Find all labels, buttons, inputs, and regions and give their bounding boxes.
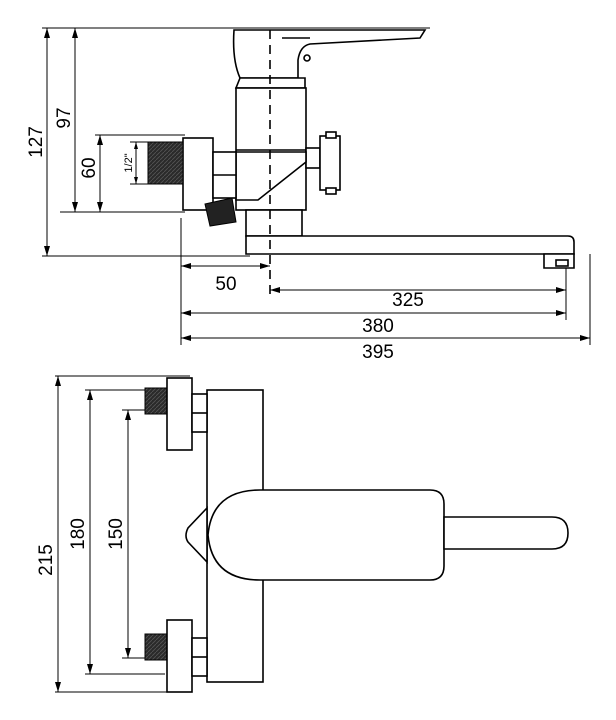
arrow (87, 390, 93, 400)
arrow (87, 664, 93, 674)
dim-label-127: 127 (26, 126, 47, 158)
arrow (97, 135, 103, 145)
arrow (125, 648, 131, 658)
lever-screw (303, 54, 311, 62)
dim-label-50: 50 (215, 274, 236, 295)
top-view: 215 180 150 (36, 375, 569, 693)
spout (245, 235, 575, 255)
dim-label-60: 60 (79, 157, 100, 178)
threaded-inlet (147, 141, 184, 185)
lower-eccentric (204, 197, 237, 227)
arrow (134, 177, 138, 184)
dim-label-thread: 1/2" (123, 153, 135, 172)
dim-label-395: 395 (362, 342, 394, 363)
arrow (125, 410, 131, 420)
diverter-neck (305, 147, 321, 169)
spout-base (245, 209, 303, 237)
lever-stem (443, 516, 569, 550)
arrow (44, 28, 50, 38)
dim-label-97: 97 (54, 107, 75, 128)
dim-label-215: 215 (36, 544, 57, 576)
lever-handle (232, 29, 427, 79)
arrow (270, 287, 280, 293)
arrow (55, 682, 61, 692)
dim-label-150: 150 (106, 518, 127, 550)
arrow (44, 246, 50, 256)
upper-thread (144, 387, 168, 415)
lever-head (207, 489, 445, 581)
aerator (555, 259, 569, 267)
arrow (72, 28, 78, 38)
arrow (72, 202, 78, 212)
lower-rosette (166, 619, 193, 693)
arrow (134, 142, 138, 149)
diverter-knob (319, 135, 341, 191)
diverter-top (325, 131, 337, 139)
arrow (181, 310, 191, 316)
diverter-bottom (325, 187, 337, 195)
diverter-tip (185, 505, 208, 565)
dim-label-180: 180 (68, 518, 89, 550)
wall-rosette (182, 137, 214, 211)
arrow (181, 263, 191, 269)
arrow (55, 376, 61, 386)
dim-label-380: 380 (362, 316, 394, 337)
lower-thread (144, 633, 168, 661)
arrow (580, 335, 590, 341)
arrow (181, 335, 191, 341)
dim-label-325: 325 (392, 290, 424, 311)
arrow (97, 202, 103, 212)
arrow (260, 263, 270, 269)
arrow (556, 310, 566, 316)
upper-rosette (166, 377, 193, 451)
side-view: 127 97 60 1/2" 50 325 (26, 27, 591, 363)
arrow (556, 287, 566, 293)
